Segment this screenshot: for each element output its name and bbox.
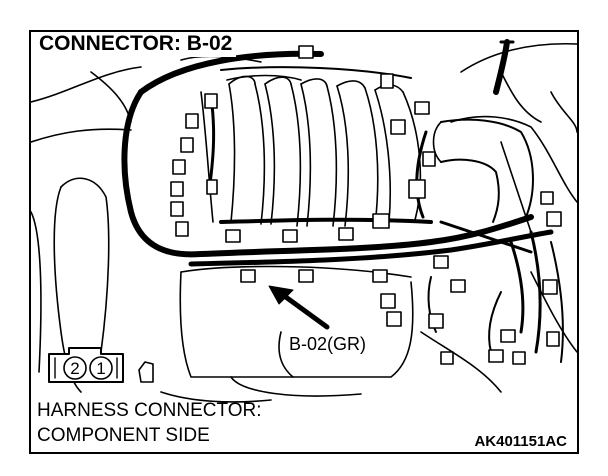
engine-outline [31, 42, 577, 403]
intake-manifold [200, 66, 422, 227]
connector-face-symbol: 2 1 [48, 347, 154, 383]
figure-code: AK401151AC [474, 433, 567, 450]
wiring-harness [121, 50, 564, 363]
callout-arrow [268, 285, 330, 330]
pin-label-1: 1 [96, 359, 105, 378]
caption-line-1: HARNESS CONNECTOR: [37, 400, 262, 421]
pin-label-2: 2 [70, 359, 79, 378]
caption-line-2: COMPONENT SIDE [37, 425, 210, 446]
diagram-title: CONNECTOR: B-02 [37, 32, 237, 57]
connector-callout-label: B-02(GR) [289, 334, 367, 354]
harness-connectors [170, 45, 562, 365]
hose [432, 39, 534, 223]
diagram-frame: 2 1 CONNECTOR: B-02 B-02(GR) HARNESS CON… [29, 30, 579, 454]
engine-harness-illustration: 2 1 [31, 39, 577, 403]
